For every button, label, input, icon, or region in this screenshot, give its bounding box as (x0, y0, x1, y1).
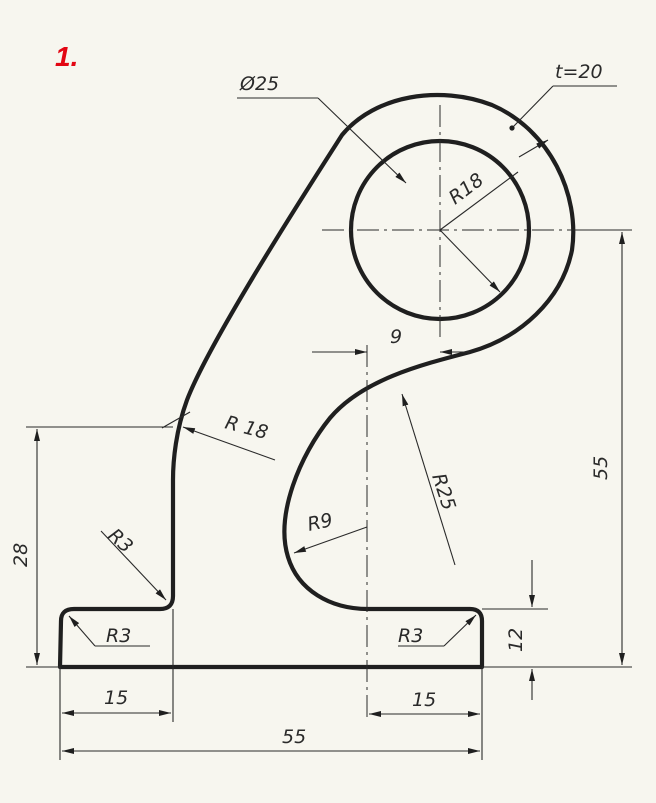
dimensions (26, 85, 632, 760)
dim-15-left-label: 15 (104, 687, 128, 709)
arc-r25-label: R25 (427, 471, 459, 513)
thickness-label: t=20 (555, 61, 603, 83)
dim-15-right-label: 15 (412, 689, 436, 711)
dim-55-vertical-label: 55 (590, 456, 612, 480)
fillet-r3-upper-label: R3 (104, 524, 138, 557)
arc-r9-label: R9 (305, 509, 334, 536)
fillet-r3-left-label: R3 (106, 625, 131, 647)
arc-r18-label: R 18 (223, 412, 271, 444)
dim-55-overall-label: 55 (282, 726, 306, 748)
fillet-r3-right-label: R3 (398, 625, 423, 647)
dim-12-label: 12 (505, 628, 527, 652)
dim-9-label: 9 (390, 326, 402, 348)
part-contour (57, 92, 576, 670)
dim-28-label: 28 (10, 543, 32, 567)
center-lines (322, 105, 572, 720)
part-outline (57, 92, 576, 670)
hole-radius-label: R18 (445, 169, 488, 209)
dimension-labels: t=20 Ø25 R18 9 R 18 R25 R9 R3 R3 R3 55 2… (10, 61, 612, 748)
exercise-number: 1. (55, 41, 78, 72)
hole-diameter-label: Ø25 (239, 73, 279, 95)
